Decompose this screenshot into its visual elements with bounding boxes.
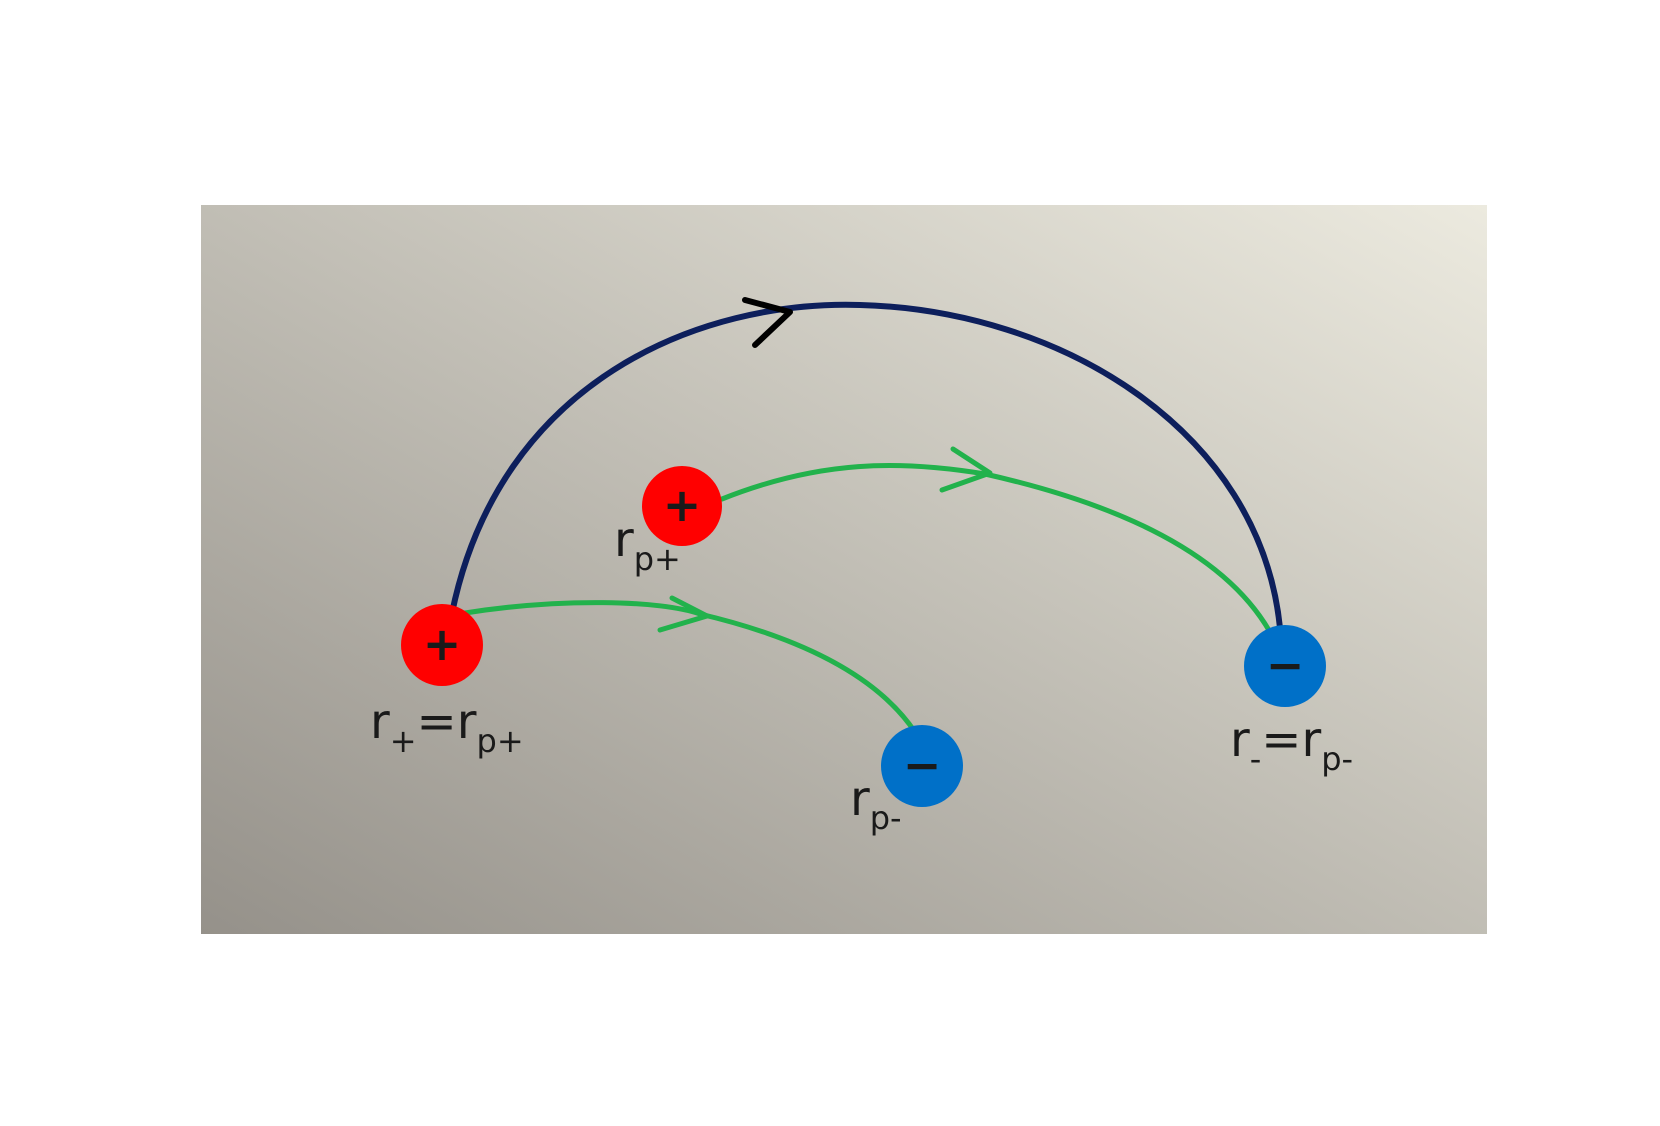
outer-arrow-icon bbox=[742, 297, 793, 348]
positive-sign: + bbox=[423, 617, 462, 671]
positive-sign: + bbox=[663, 478, 702, 532]
negative-charge-r-p-minus: − bbox=[881, 725, 963, 807]
negative-sign: − bbox=[1266, 638, 1305, 692]
label-r-minus-equals-r-p-minus: r-=rp- bbox=[1230, 712, 1353, 778]
negative-charge-r-minus: − bbox=[1244, 625, 1326, 707]
background-panel bbox=[201, 205, 1487, 934]
positive-charge-r-plus: + bbox=[401, 604, 483, 686]
label-r-p-minus: rp- bbox=[850, 771, 902, 837]
outer-trajectory bbox=[449, 301, 1283, 631]
label-r-p-plus: rp+ bbox=[614, 512, 681, 578]
label-r-plus-equals-r-p-plus: r+=rp+ bbox=[370, 694, 524, 760]
positive-charge-r-p-plus: + bbox=[642, 466, 722, 546]
inner-arrow-icon-upper bbox=[939, 446, 993, 493]
negative-sign: − bbox=[903, 738, 942, 792]
inner-arrow-icon-lower bbox=[657, 595, 710, 633]
